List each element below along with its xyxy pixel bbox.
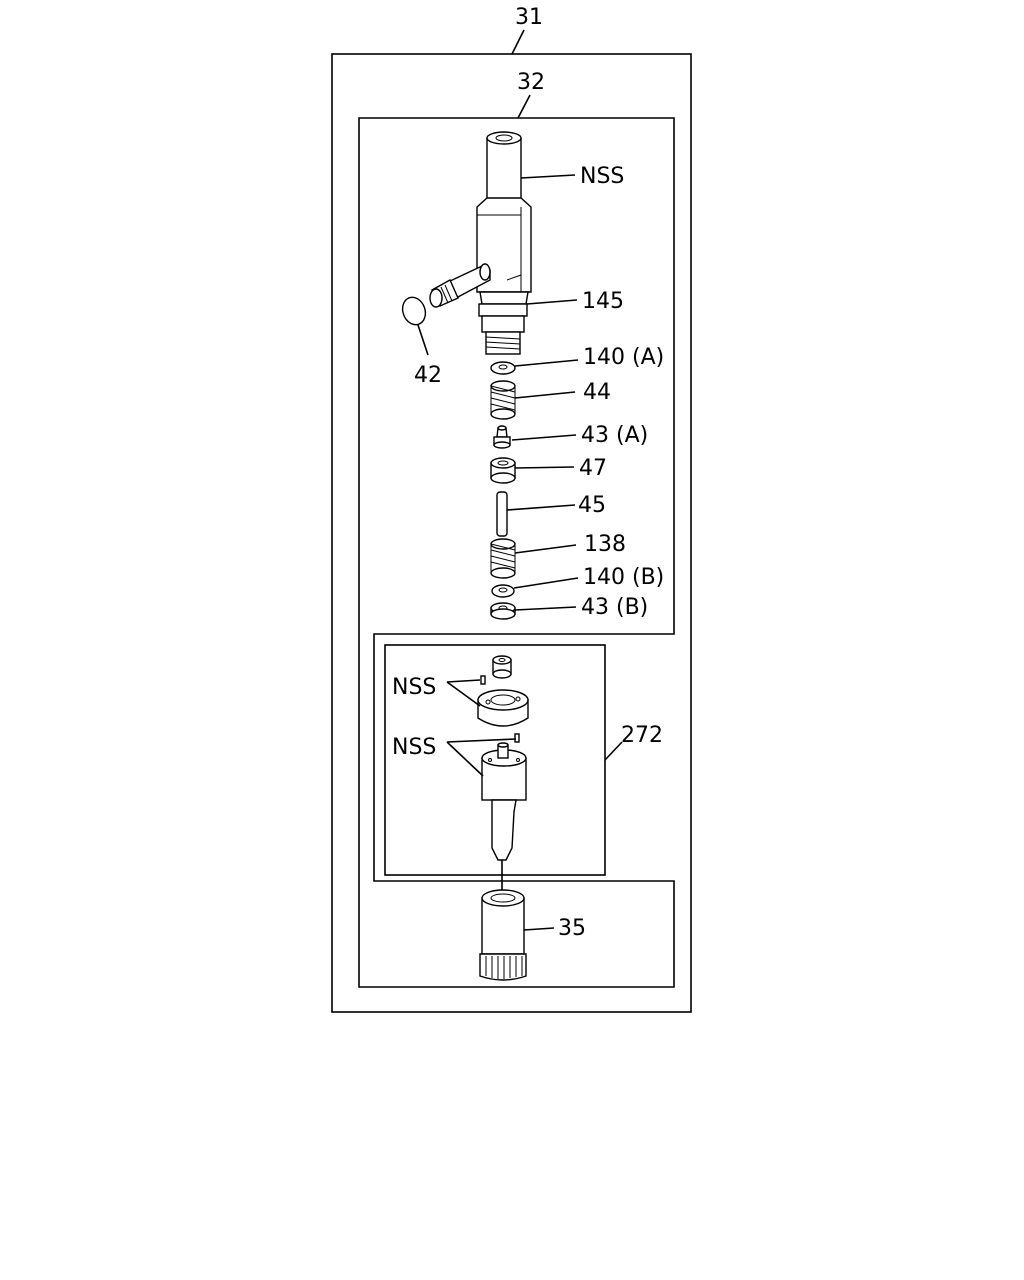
o-ring-icon (401, 296, 427, 326)
spring-icon (490, 538, 516, 579)
label-47: 47 (579, 456, 607, 481)
label-45: 45 (578, 493, 606, 518)
spindle-icon (493, 425, 511, 449)
push-rod-icon (496, 491, 508, 537)
label-32: 32 (517, 70, 545, 95)
spring-icon (490, 380, 516, 420)
assembly-32-frame (358, 117, 675, 988)
label-145: 145 (582, 289, 624, 314)
spring-seat-icon (490, 457, 516, 484)
label-43a: 43 (A) (581, 423, 648, 448)
label-nozzle-nss-2: NSS (392, 735, 436, 760)
label-body-nss: NSS (580, 164, 624, 189)
retaining-nut-icon (479, 889, 527, 981)
assembly-31-frame (331, 53, 692, 1013)
label-138: 138 (584, 532, 626, 557)
label-44: 44 (583, 380, 611, 405)
label-43b: 43 (B) (581, 595, 648, 620)
injector-holder-icon (429, 131, 532, 355)
washer-icon (490, 602, 516, 620)
washer-icon (491, 584, 515, 598)
washer-icon (490, 361, 516, 375)
label-nozzle-nss-1: NSS (392, 675, 436, 700)
label-31: 31 (515, 5, 543, 30)
label-140a: 140 (A) (583, 345, 664, 370)
label-35: 35 (558, 916, 586, 941)
nozzle-icon (477, 655, 529, 861)
label-272: 272 (621, 723, 663, 748)
label-140b: 140 (B) (583, 565, 664, 590)
label-42: 42 (414, 363, 442, 388)
